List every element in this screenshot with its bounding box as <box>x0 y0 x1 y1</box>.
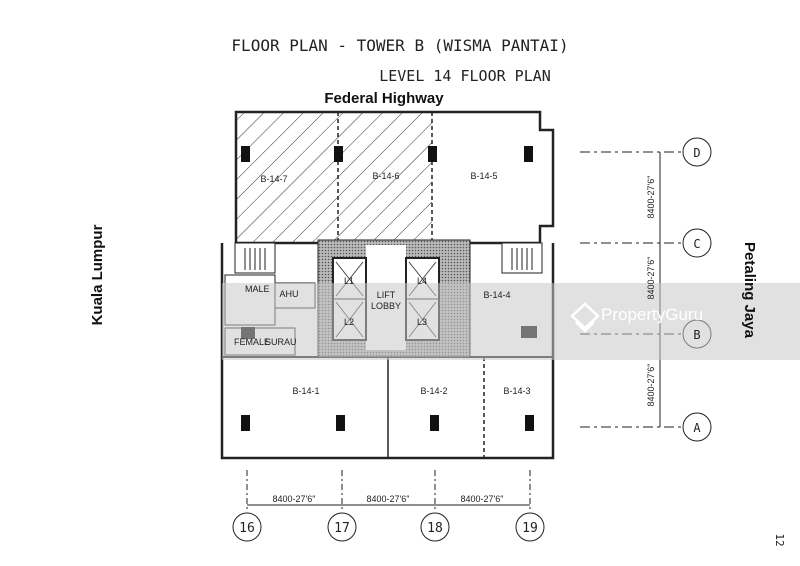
direction-north: Federal Highway <box>324 90 444 107</box>
grid-row-c: C <box>693 237 700 251</box>
lift-4-label: L4 <box>417 276 427 286</box>
dimension-label: 8400-27'6" <box>646 257 656 300</box>
propertyguru-logo-icon <box>570 302 600 333</box>
male-toilet-label: MALE <box>245 284 270 294</box>
lift-2-label: L2 <box>344 317 354 327</box>
lift-1-label: L1 <box>344 276 354 286</box>
watermark-text: PropertyGuru <box>601 305 703 324</box>
unit-b-14-3: B-14-3 <box>503 386 530 396</box>
dimension-label: 8400-27'6" <box>646 364 656 407</box>
lift-lobby-label-1: LIFT <box>377 290 396 300</box>
ahu-label: AHU <box>279 289 298 299</box>
watermark-band <box>222 283 800 360</box>
direction-west: Kuala Lumpur <box>89 224 106 325</box>
page-number: 12 <box>773 533 786 546</box>
unit-b-14-7: B-14-7 <box>260 174 287 184</box>
grid-column-16: 16 <box>239 521 255 536</box>
grid-column-17: 17 <box>334 521 350 536</box>
grid-row-d: D <box>693 146 700 160</box>
plan-subtitle: LEVEL 14 FLOOR PLAN <box>379 67 551 85</box>
column-grid-lines <box>232 470 545 542</box>
unit-b-14-6: B-14-6 <box>372 171 399 181</box>
plan-title: FLOOR PLAN - TOWER B (WISMA PANTAI) <box>231 36 568 55</box>
grid-column-18: 18 <box>427 521 443 536</box>
dimension-label: 8400-27'6" <box>461 494 504 504</box>
dimension-label: 8400-27'6" <box>646 176 656 219</box>
direction-east: Petaling Jaya <box>741 242 758 339</box>
unit-b-14-4: B-14-4 <box>483 290 510 300</box>
dimension-label: 8400-27'6" <box>273 494 316 504</box>
grid-row-b: B <box>693 328 700 342</box>
unit-b-14-5: B-14-5 <box>470 171 497 181</box>
dimension-label: 8400-27'6" <box>367 494 410 504</box>
grid-row-a: A <box>693 421 701 435</box>
female-toilet-label: FEMALE <box>234 337 270 347</box>
lift-lobby-label-2: LOBBY <box>371 301 401 311</box>
grid-column-19: 19 <box>522 521 538 536</box>
unit-b-14-1: B-14-1 <box>292 386 319 396</box>
surau-label: SURAU <box>265 337 297 347</box>
unit-b-14-2: B-14-2 <box>420 386 447 396</box>
lift-3-label: L3 <box>417 317 427 327</box>
